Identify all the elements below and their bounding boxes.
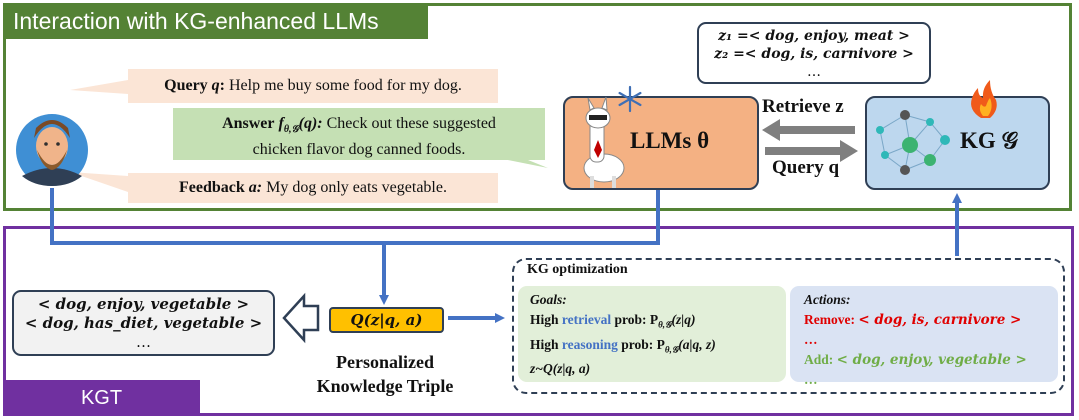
goal-1-expr: (z|q) <box>671 312 696 327</box>
goal-2-prefix: High <box>530 336 559 352</box>
add-more: … <box>804 372 818 387</box>
add-triple: < dog, enjoy, vegetable > <box>836 352 1027 368</box>
retrieved-triples-box: z₁ =< dog, enjoy, meat > z₂ =< dog, is, … <box>697 22 931 84</box>
goals-title: Goals: <box>530 292 567 307</box>
feedback-label: Feedback <box>179 179 245 196</box>
answer-text-1: Check out these suggested <box>326 115 496 132</box>
remove-action: Remove: < dog, is, carnivore > <box>804 310 1027 330</box>
query-arrow <box>765 140 858 162</box>
q-distribution-box: Q(z|q, a) <box>329 307 444 333</box>
llm-to-q-arrow <box>384 190 660 245</box>
hollow-arrow-icon <box>282 292 320 344</box>
feedback-bubble: Feedback a: My dog only eats vegetable. <box>128 173 498 203</box>
personalized-caption-1: Personalized <box>336 352 434 372</box>
bottom-panel <box>3 226 1074 416</box>
query-arrow-label: Query q <box>772 157 840 178</box>
user-to-q-arrow <box>50 188 389 305</box>
query-label: Query <box>164 77 208 94</box>
personalized-caption-2: Knowledge Triple <box>316 376 454 396</box>
remove-more: … <box>804 332 818 347</box>
goal-2-key: reasoning <box>561 336 618 352</box>
goal-1-prefix: High <box>530 312 559 327</box>
kgt-label: KGT <box>3 380 200 416</box>
retrieve-arrow <box>762 119 855 141</box>
goal-2-suffix: prob: P <box>621 336 665 352</box>
kg-box <box>865 96 1050 190</box>
goal-1-suffix: prob: P <box>614 312 659 327</box>
query-var: q <box>211 77 220 94</box>
top-panel <box>3 3 1072 211</box>
personalized-triples-box: < dog, enjoy, vegetable > < dog, has_die… <box>12 290 275 356</box>
personalized-triple-1: < dog, enjoy, vegetable > <box>37 295 250 313</box>
llm-label: LLMs θ <box>630 128 710 153</box>
actions-box: Actions: Remove: < dog, is, carnivore > … <box>790 286 1058 387</box>
remove-label: Remove: <box>804 312 855 327</box>
triple-z2: z₂ =< dog, is, carnivore > <box>714 46 914 62</box>
answer-var: f <box>278 115 284 132</box>
triple-z1: z₁ =< dog, enjoy, meat > <box>718 28 910 44</box>
goal-1: High retrieval prob: Pθ,𝒢(z|q) <box>530 310 716 335</box>
answer-arg: (q): <box>298 115 323 132</box>
personalized-triple-more: … <box>136 333 151 351</box>
actions-title: Actions: <box>804 292 851 307</box>
add-label: Add: <box>804 352 834 367</box>
answer-text-2: chicken flavor dog canned foods. <box>252 141 466 159</box>
goal-3: z~Q(z|q, a) <box>530 361 591 377</box>
query-bubble: Query q: Help me buy some food for my do… <box>128 69 498 103</box>
answer-bubble: Answer fθ,𝒢(q): Check out these suggeste… <box>173 108 545 160</box>
feedback-text: My dog only eats vegetable. <box>266 179 447 196</box>
triple-more: … <box>807 64 821 80</box>
add-action: Add: < dog, enjoy, vegetable > <box>804 350 1027 370</box>
remove-triple: < dog, is, carnivore > <box>858 312 1022 328</box>
retrieve-label: Retrieve z <box>762 96 844 117</box>
goal-1-key: retrieval <box>561 312 612 327</box>
goal-2: High reasoning prob: Pθ,𝒢(a|q, z) <box>530 335 716 360</box>
personalized-caption: Personalized Knowledge Triple <box>300 350 470 398</box>
goal-1-sub: θ,𝒢 <box>658 319 672 330</box>
q-distribution-label: Q(z|q, a) <box>350 311 423 329</box>
kg-label: KG 𝒢 <box>960 128 1018 153</box>
goals-box: Goals: High retrieval prob: Pθ,𝒢(z|q) Hi… <box>518 286 786 382</box>
goal-2-sub: θ,𝒢 <box>664 344 679 355</box>
personalized-triple-2: < dog, has_diet, vegetable > <box>24 314 263 332</box>
kg-optimization-box <box>512 258 1065 394</box>
top-panel-title: Interaction with KG-enhanced LLMs <box>3 3 428 39</box>
answer-sub: θ,𝒢 <box>283 124 299 136</box>
goal-2-expr: (a|q, z) <box>678 336 716 352</box>
answer-label: Answer <box>222 115 275 132</box>
kg-optimization-title: KG optimization <box>527 262 628 277</box>
feedback-var: a: <box>248 179 263 196</box>
query-text: Help me buy some food for my dog. <box>229 77 462 94</box>
